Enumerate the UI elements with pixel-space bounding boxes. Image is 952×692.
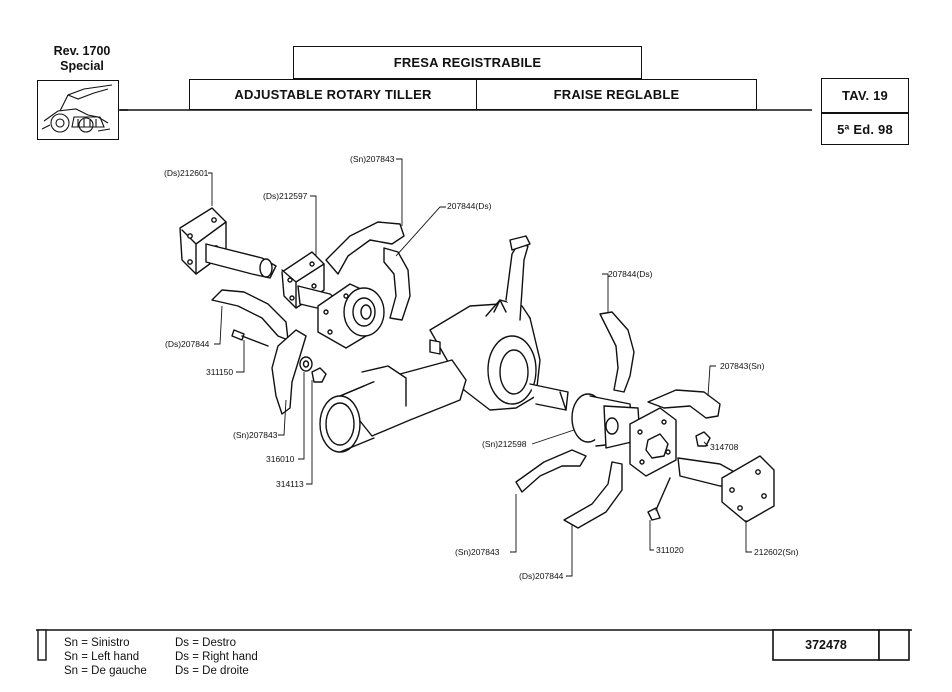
title-english: ADJUSTABLE ROTARY TILLER xyxy=(189,79,477,110)
label-ds212597: (Ds)212597 xyxy=(263,191,308,201)
tiller-thumbnail xyxy=(37,80,119,140)
rev-label: Rev. 1700 Special xyxy=(36,44,128,74)
label-207844-ds-right: 207844(Ds) xyxy=(608,269,653,279)
blade-ds207844-bottom xyxy=(563,461,623,529)
tiller-thumbnail-icon xyxy=(41,84,113,133)
label-ds207844-bottom: (Ds)207844 xyxy=(519,571,564,581)
label-207843-sn-right: 207843(Sn) xyxy=(720,361,765,371)
bolt-311020 xyxy=(647,477,671,521)
blade-sn207843-bottom xyxy=(515,449,587,493)
legend-sn-en: Sn = Left hand xyxy=(64,651,140,663)
label-207844-ds-top: 207844(Ds) xyxy=(447,201,492,211)
title-french: FRAISE REGLABLE xyxy=(476,79,757,110)
blade-sn207843-top xyxy=(325,221,405,275)
document-code: 372478 xyxy=(805,638,847,652)
nut-314708 xyxy=(695,431,711,447)
label-sn207843-bottom: (Sn)207843 xyxy=(455,547,500,557)
legend-sn-it: Sn = Sinistro xyxy=(64,637,130,649)
gearbox xyxy=(429,235,569,411)
blade-ds207844-upper xyxy=(383,247,411,321)
model-name: Special xyxy=(60,59,104,73)
nut-314113 xyxy=(311,367,327,383)
label-311020: 311020 xyxy=(656,545,684,555)
blade-ds207844-left xyxy=(211,289,289,341)
label-314708: 314708 xyxy=(710,442,739,452)
flange-212602 xyxy=(677,455,775,523)
legend-left-hand: Sn = Sinistro Sn = Left hand Sn = De gau… xyxy=(64,636,147,678)
flange-center-right xyxy=(629,407,677,477)
edition: 5ª Ed. 98 xyxy=(821,113,909,145)
legend-ds-fr: Ds = De droite xyxy=(175,665,249,677)
blade-sn207843-lower xyxy=(271,329,307,415)
blade-ds207844-right xyxy=(599,311,635,393)
label-sn207843-left: (Sn)207843 xyxy=(233,430,278,440)
table-number: TAV. 19 xyxy=(821,78,909,113)
label-314113: 314113 xyxy=(276,479,304,489)
rev-number: Rev. 1700 xyxy=(53,44,111,58)
legend-sn-fr: Sn = De gauche xyxy=(64,665,147,677)
label-311150: 311150 xyxy=(206,367,233,377)
title-italian: FRESA REGISTRABILE xyxy=(293,46,642,79)
label-ds212601: (Ds)212601 xyxy=(164,168,209,178)
label-316010: 316010 xyxy=(266,454,295,464)
legend-ds-it: Ds = Destro xyxy=(175,637,237,649)
label-ds207844-left: (Ds)207844 xyxy=(165,339,210,349)
legend-ds-en: Ds = Right hand xyxy=(175,651,258,663)
flange-left xyxy=(179,207,277,279)
hub-bearing xyxy=(317,283,385,349)
label-212602-sn: 212602(Sn) xyxy=(754,547,799,557)
label-sn212598: (Sn)212598 xyxy=(482,439,527,449)
drawbar-tube xyxy=(319,359,467,453)
bolt-311150 xyxy=(231,329,269,347)
blade-sn207843-right xyxy=(647,389,721,419)
label-sn207843-top: (Sn)207843 xyxy=(350,154,395,164)
legend-right-hand: Ds = Destro Ds = Right hand Ds = De droi… xyxy=(175,636,258,678)
